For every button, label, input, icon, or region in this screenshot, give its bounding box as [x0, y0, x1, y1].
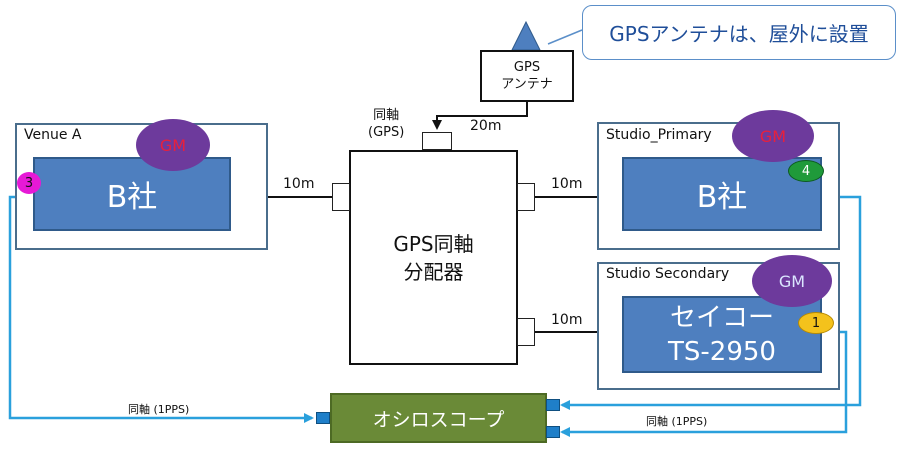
splitter-input-label: 同軸 (GPS)	[368, 107, 404, 141]
studio-secondary-gm-text: GM	[778, 271, 806, 291]
studio-primary-device: B社	[622, 157, 822, 231]
studio-secondary-device-label-2: TS-2950	[668, 336, 776, 367]
splitter-label-2: 分配器	[403, 259, 464, 284]
callout-note: GPSアンテナは、屋外に設置	[582, 5, 896, 60]
splitter-input-port	[422, 132, 452, 150]
venue-a-device-label: B社	[106, 180, 158, 215]
splitter-input-label-2: (GPS)	[368, 125, 405, 140]
studio-primary-device-label: B社	[696, 180, 748, 215]
antenna-icon	[511, 20, 541, 51]
gps-splitter: GPS同軸 分配器	[349, 150, 518, 365]
oscilloscope-port-right-bottom	[546, 426, 560, 438]
venue-a-gm-text: GM	[159, 135, 187, 155]
studio-secondary-gm-badge: GM	[752, 255, 832, 307]
antenna-label-2: アンテナ	[501, 77, 553, 92]
studio-secondary-device-label-1: セイコー	[669, 302, 774, 333]
oscilloscope-label: オシロスコープ	[372, 408, 505, 431]
splitter-port-right-bottom	[517, 318, 535, 346]
studio-primary-label: Studio_Primary	[606, 127, 712, 143]
studio-secondary-label: Studio Secondary	[606, 266, 730, 282]
studio-primary-number: 4	[801, 163, 811, 179]
antenna-cable	[432, 102, 528, 130]
studio-secondary-cable-length: 10m	[551, 312, 583, 328]
venue-a-label: Venue A	[24, 127, 82, 143]
antenna-cable-length: 20m	[470, 118, 502, 134]
studio-secondary-number-badge: 1	[798, 312, 834, 334]
oscilloscope-port-left	[316, 412, 330, 424]
callout-text: GPSアンテナは、屋外に設置	[609, 22, 869, 46]
venue-a-gm-badge: GM	[136, 119, 210, 171]
callout-pointer	[547, 29, 583, 45]
oscilloscope-port-right-top	[546, 399, 560, 411]
splitter-port-right-top	[517, 183, 535, 211]
studio-primary-cable-length: 10m	[551, 176, 583, 192]
studio-primary-number-badge: 4	[788, 160, 824, 182]
splitter-input-label-1: 同軸	[373, 108, 400, 123]
antenna-label-1: GPS	[513, 60, 541, 75]
pps-line-studio-primary	[560, 195, 862, 410]
venue-a-number: 3	[24, 175, 34, 191]
gps-antenna-box: GPS アンテナ	[480, 50, 574, 102]
studio-primary-gm-text: GM	[759, 126, 787, 146]
venue-a-device: B社	[33, 157, 231, 231]
studio-primary-gm-badge: GM	[732, 110, 814, 162]
studio-secondary-number: 1	[811, 315, 821, 331]
oscilloscope: オシロスコープ	[330, 393, 547, 443]
venue-a-cable-length: 10m	[283, 176, 315, 192]
splitter-label-1: GPS同軸	[393, 231, 474, 256]
studio-secondary-device: セイコー TS-2950	[622, 296, 822, 373]
pps-label-left: 同軸 (1PPS)	[128, 403, 190, 416]
splitter-port-left	[332, 183, 350, 211]
venue-a-number-badge: 3	[17, 172, 41, 194]
pps-label-right: 同軸 (1PPS)	[646, 415, 708, 428]
